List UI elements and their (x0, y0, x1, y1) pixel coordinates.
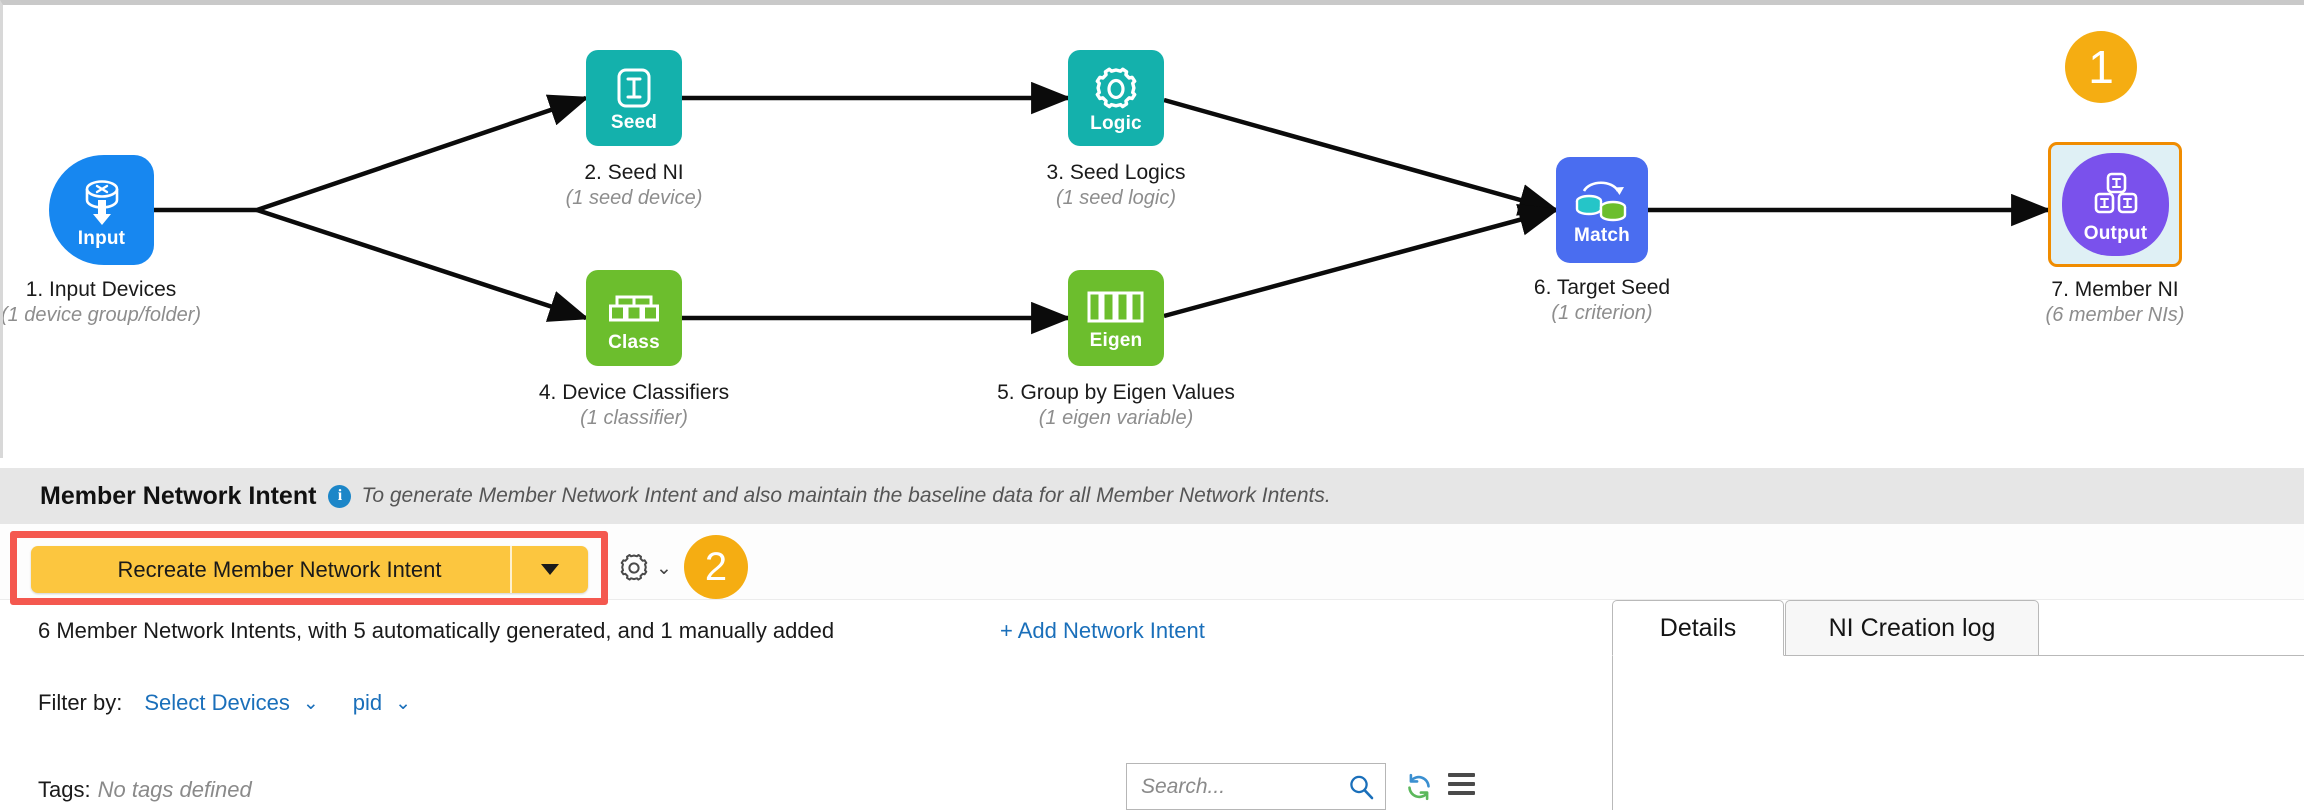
hamburger-bars (1448, 773, 1475, 795)
node-sub-match: (1 criterion) (1551, 302, 1653, 325)
node-sub-input: (1 device group/folder) (0, 304, 202, 327)
node-sub-class: (1 classifier) (580, 407, 688, 430)
recreate-button-dropdown-toggle[interactable] (510, 546, 588, 593)
settings-gear-dropdown[interactable]: ⌄ (619, 553, 672, 583)
search-placeholder: Search... (1141, 774, 1226, 798)
node-label-input: Input (77, 228, 126, 249)
node-title-output: 7. Member NI (2051, 278, 2179, 301)
page-title: Member Network Intent (40, 481, 317, 510)
node-sub-seed: (1 seed device) (565, 187, 703, 210)
tab-ni-creation-log-label: NI Creation log (1828, 613, 1996, 642)
chevron-down-icon (541, 564, 559, 575)
filter-select-devices-label: Select Devices (144, 690, 290, 715)
filter-bar: Filter by: Select Devices ⌄ pid ⌄ (38, 690, 445, 716)
step-badge-1: 1 (2065, 31, 2137, 103)
node-title-input: 1. Input Devices (25, 278, 177, 301)
section-header: Member Network Intent i To generate Memb… (0, 468, 2304, 524)
node-sub-output: (6 member NIs) (2045, 304, 2185, 327)
interface-i-icon (617, 68, 651, 108)
hamburger-menu-icon[interactable] (1448, 773, 1475, 795)
chevron-down-icon: ⌄ (395, 692, 412, 714)
section-description: To generate Member Network Intent and al… (361, 484, 1331, 507)
add-network-intent-link[interactable]: + Add Network Intent (1000, 618, 1205, 643)
step-badge-2: 2 (684, 535, 748, 599)
tab-details-label: Details (1659, 613, 1737, 642)
tab-content-area (1612, 655, 2304, 810)
filter-select-devices[interactable]: Select Devices ⌄ (144, 690, 318, 716)
node-title-class: 4. Device Classifiers (538, 381, 730, 404)
intent-count-summary: 6 Member Network Intents, with 5 automat… (38, 618, 835, 643)
node-label-seed: Seed (610, 112, 658, 133)
tab-details[interactable]: Details (1612, 600, 1784, 656)
hierarchy-tree-icon (609, 295, 659, 321)
details-tabs-panel: Details NI Creation log (1612, 600, 2304, 810)
filter-pid[interactable]: pid ⌄ (353, 690, 411, 716)
tab-ni-creation-log[interactable]: NI Creation log (1785, 600, 2039, 656)
tags-label: Tags: (38, 777, 91, 802)
recreate-button-label: Recreate Member Network Intent (117, 556, 442, 582)
filter-by-label: Filter by: (38, 690, 123, 715)
node-label-eigen: Eigen (1089, 330, 1143, 351)
node-title-seed: 2. Seed NI (584, 161, 684, 184)
search-icon[interactable] (1347, 773, 1375, 801)
node-title-eigen: 5. Group by Eigen Values (997, 381, 1235, 404)
recreate-button-highlight-box (10, 531, 608, 605)
node-title-logic: 3. Seed Logics (1046, 161, 1186, 184)
network-intent-flow-diagram: Input 1. Input Devices (1 device group/f… (0, 0, 2304, 458)
node-sub-eigen: (1 eigen variable) (1038, 407, 1194, 430)
three-interfaces-icon (2094, 172, 2137, 213)
recreate-member-network-intent-button[interactable]: Recreate Member Network Intent (31, 546, 588, 593)
tags-row: Tags:No tags defined (38, 777, 252, 803)
node-label-output: Output (2083, 222, 2148, 244)
gear-icon (1095, 67, 1137, 109)
refresh-icon[interactable] (1405, 773, 1433, 806)
info-icon[interactable]: i (328, 484, 352, 508)
node-label-logic: Logic (1090, 113, 1142, 134)
search-input[interactable]: Search... (1126, 763, 1386, 810)
tags-value: No tags defined (97, 777, 252, 802)
gear-icon (620, 554, 648, 581)
node-label-class: Class (608, 331, 660, 353)
node-sub-logic: (1 seed logic) (1055, 187, 1177, 210)
diagram-connectors (154, 81, 2052, 335)
filter-pid-label: pid (352, 690, 383, 715)
node-label-match: Match (1574, 224, 1630, 246)
chevron-down-icon: ⌄ (302, 692, 319, 714)
two-cylinders-arrow-icon (1575, 180, 1627, 221)
four-bars-icon (1087, 291, 1144, 323)
router-cylinder-down-arrow-icon (85, 180, 118, 225)
node-title-match: 6. Target Seed (1533, 276, 1671, 299)
chevron-down-icon: ⌄ (656, 557, 672, 579)
